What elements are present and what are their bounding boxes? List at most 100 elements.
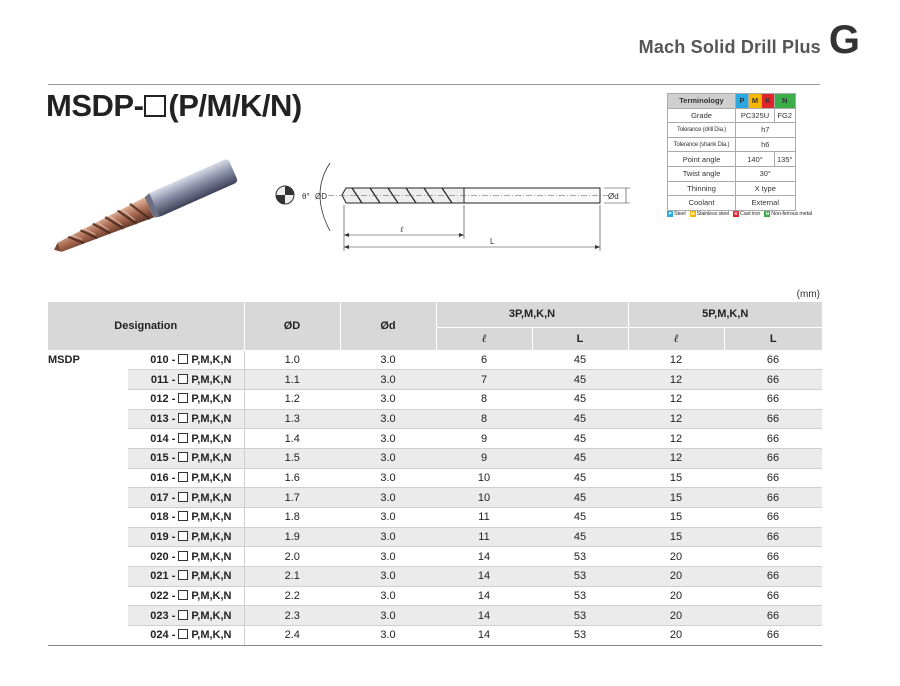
header-d: Ød — [339, 302, 436, 351]
d-cell: 3.0 — [340, 527, 436, 548]
spec-row: Tolerance (shank Dia.) h6 — [667, 136, 796, 153]
od-cell: 1.1 — [244, 369, 340, 390]
L-3d-cell: 45 — [532, 527, 628, 548]
designation-suffix: P,M,K,N — [191, 550, 232, 563]
designation-code: 014 - — [150, 432, 176, 445]
spec-value: 135° — [774, 151, 796, 167]
designation-cell: 014 - P,M,K,N — [128, 428, 245, 449]
product-title: MSDP- (P/M/K/N) — [46, 88, 302, 124]
series-label — [48, 625, 128, 646]
od-cell: 2.2 — [244, 586, 340, 607]
series-label — [48, 488, 128, 508]
designation-table: Designation ØD Ød 3P,M,K,N 5P,M,K,N ℓ L … — [48, 302, 822, 646]
L-5d-cell: 66 — [724, 487, 822, 508]
spec-code-n: N — [774, 93, 796, 109]
spec-value: h7 — [735, 122, 796, 138]
legend-label: Stainless steel — [696, 211, 730, 217]
series-label — [48, 429, 128, 449]
legend-swatch: K — [733, 211, 740, 217]
designation-cell: 018 -P,M,K,N — [128, 507, 245, 528]
d-cell: 3.0 — [340, 566, 436, 587]
grade-placeholder-box — [178, 471, 189, 482]
d-cell: 3.0 — [340, 409, 436, 430]
l-5d-cell: 12 — [628, 369, 724, 390]
drill-drawing: θ° ØD Ød ℓ L — [275, 162, 630, 251]
od-cell: 1.5 — [244, 448, 340, 469]
designation-code: 016 - — [150, 471, 176, 484]
product-title-suffix: (P/M/K/N) — [168, 88, 302, 123]
spec-label: Tolerance (drill Dia.) — [667, 122, 736, 138]
d-cell: 3.0 — [340, 448, 436, 469]
page-header: Mach Solid Drill Plus G — [639, 20, 860, 60]
spec-terminology: Terminology — [667, 93, 736, 109]
l-3d-cell: 8 — [436, 389, 532, 410]
l-3d-cell: 11 — [436, 507, 532, 528]
catalog-title: Mach Solid Drill Plus — [638, 37, 821, 57]
od-cell: 2.4 — [244, 625, 340, 646]
spec-row: Tolerance (drill Dia.) h7 — [667, 122, 796, 138]
grade-placeholder-box — [178, 531, 189, 542]
d-cell: 3.0 — [340, 605, 436, 627]
designation-suffix: P,M,K,N — [191, 432, 232, 445]
L-3d-cell: 45 — [532, 350, 628, 371]
L-5d-cell: 66 — [724, 369, 822, 390]
d-cell: 3.0 — [340, 507, 436, 528]
spec-row: Point angle 140° 135° — [667, 151, 796, 167]
series-label — [48, 448, 128, 468]
l-3d-cell: 10 — [436, 468, 532, 489]
L-5d-cell: 66 — [724, 546, 822, 568]
designation-suffix: P,M,K,N — [191, 491, 232, 504]
grade-placeholder-box — [178, 393, 189, 404]
legend-swatch: N — [764, 211, 771, 217]
L-5d-cell: 66 — [724, 527, 822, 548]
l-5d-cell: 20 — [628, 546, 724, 568]
d-cell: 3.0 — [340, 389, 436, 410]
designation-cell: 011 -P,M,K,N — [128, 369, 245, 390]
header-L-3d: L — [531, 327, 628, 351]
designation-cell: 015 -P,M,K,N — [128, 448, 245, 469]
l-5d-cell: 15 — [628, 468, 724, 489]
designation-suffix: P,M,K,N — [191, 570, 232, 583]
spec-value: 140° — [735, 151, 775, 167]
l-3d-cell: 14 — [436, 625, 532, 646]
spec-value: 30° — [735, 165, 796, 182]
spec-code-p: P — [735, 93, 749, 109]
series-label: MSDP — [48, 354, 80, 367]
designation-suffix: P,M,K,N — [191, 373, 232, 386]
L-3d-cell: 45 — [532, 487, 628, 508]
header-l-5d: ℓ — [627, 327, 724, 351]
designation-suffix: P,M,K,N — [191, 412, 232, 425]
product-title-prefix: MSDP- — [46, 88, 144, 123]
legend-swatch: P — [667, 211, 673, 217]
od-cell: 1.9 — [244, 527, 340, 548]
L-3d-cell: 53 — [532, 566, 628, 587]
spec-label: Grade — [667, 107, 736, 124]
spec-code-k: K — [761, 93, 775, 109]
L-5d-cell: 66 — [724, 428, 822, 449]
grade-placeholder-box — [178, 629, 189, 640]
L-3d-cell: 45 — [532, 428, 628, 449]
grade-placeholder-box — [178, 609, 189, 620]
l-5d-cell: 20 — [628, 625, 724, 646]
legend-label: Non-ferrous metal — [771, 211, 812, 217]
l-3d-cell: 14 — [436, 605, 532, 627]
l-label: ℓ — [400, 225, 404, 234]
d-cell: 3.0 — [340, 546, 436, 568]
l-3d-cell: 11 — [436, 527, 532, 548]
drill-photo — [54, 159, 238, 252]
od-cell: 1.8 — [244, 507, 340, 528]
designation-cell: 023 -P,M,K,N — [128, 605, 245, 627]
d-label: Ød — [608, 192, 619, 201]
spec-label: Tolerance (shank Dia.) — [667, 136, 736, 153]
grade-placeholder-box — [178, 550, 189, 561]
l-5d-cell: 12 — [628, 350, 724, 371]
l-3d-cell: 14 — [436, 566, 532, 587]
grade-placeholder-box — [178, 452, 189, 463]
